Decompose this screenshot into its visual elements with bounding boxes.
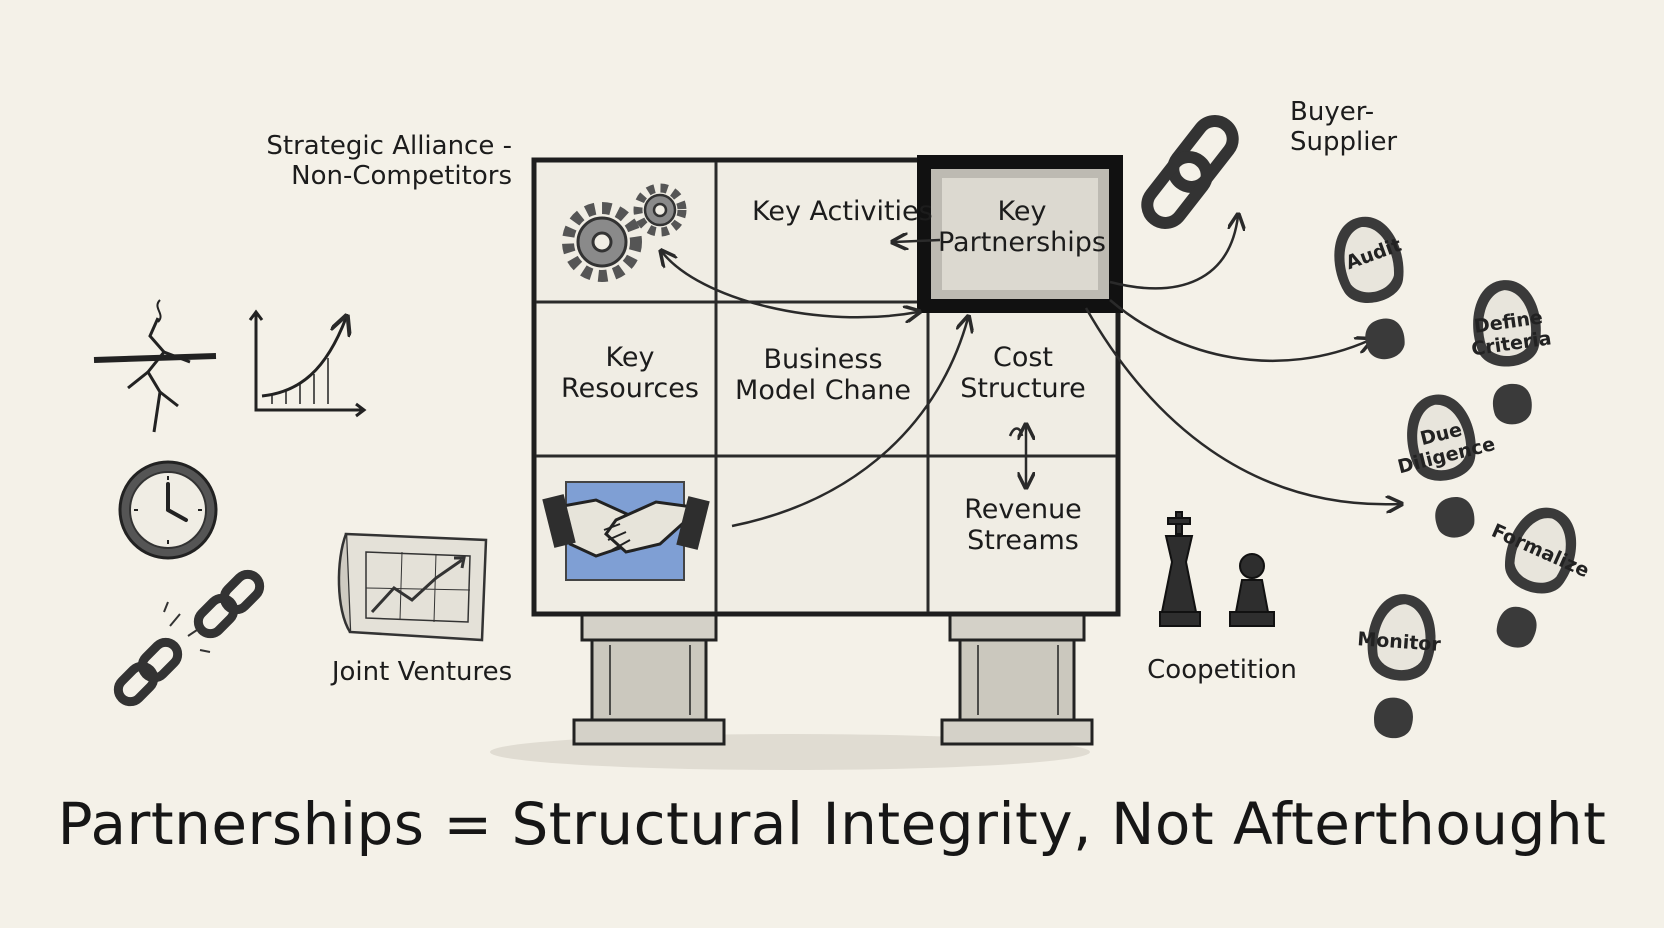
cell-key-activities: Key Activities: [752, 196, 933, 227]
label-strategic-alliance: Strategic Alliance - Non-Competitors: [266, 131, 512, 191]
growth-chart-icon: [248, 309, 367, 418]
outward-arrows: [1084, 216, 1400, 504]
key-partnerships-inner: [942, 178, 1098, 290]
broken-chain-icon: [113, 569, 265, 707]
arrow-to-due-diligence: [1084, 307, 1400, 504]
cell-key-partnerships: Key Partnerships: [937, 196, 1106, 259]
label-joint-ventures: Joint Ventures: [331, 657, 513, 687]
gears-icon: [562, 183, 687, 282]
arrow-to-buyer-supplier: [1109, 216, 1238, 290]
cell-business-model: Business Model Chane: [735, 344, 911, 407]
label-coopetition: Coopetition: [1147, 655, 1297, 685]
clock-icon: [118, 460, 218, 560]
left-pedestal: [572, 610, 726, 746]
arrow-squiggle: [1008, 427, 1024, 437]
diagram-title: Partnerships = Structural Integrity, Not…: [57, 790, 1607, 858]
arrow-partnerships-to-activities: [894, 240, 941, 242]
handshake-icon: [542, 481, 710, 581]
cell-cost-structure: Cost Structure: [960, 342, 1086, 405]
arrow-to-audit: [1109, 299, 1370, 362]
label-buyer-supplier: Buyer-Supplier: [1290, 97, 1398, 157]
right-pedestal: [940, 610, 1094, 746]
canvas-arrows: [662, 240, 1026, 528]
footprint-audit: [1326, 210, 1423, 366]
footprint-icon: [1326, 210, 1588, 742]
cell-revenue-streams: Revenue Streams: [964, 494, 1082, 557]
crack-icon: [93, 299, 217, 433]
footprint-monitor: [1357, 590, 1441, 742]
arrow-gears-to-partnerships: [662, 252, 918, 317]
arrow-handshake-to-partnerships: [731, 318, 968, 528]
chess-pieces-icon: [1159, 511, 1275, 627]
chain-link-icon: [1141, 115, 1239, 229]
blueprint-chart-icon: [337, 532, 488, 642]
cell-key-resources: Key Resources: [561, 342, 699, 405]
